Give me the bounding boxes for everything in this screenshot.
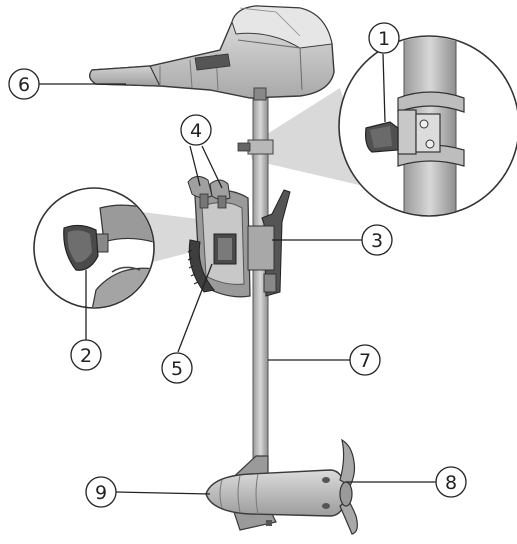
callout-6: 6: [8, 68, 40, 100]
svg-text:5: 5: [171, 358, 183, 380]
motor-head: [89, 5, 335, 101]
zoom-detail-clamp-lock: [338, 35, 517, 217]
leader-4b: [201, 145, 223, 189]
svg-text:3: 3: [371, 230, 383, 252]
lower-unit: [205, 438, 358, 535]
callout-8: 8: [435, 466, 467, 498]
svg-text:9: 9: [95, 482, 107, 504]
callout-3: 3: [361, 224, 393, 256]
svg-text:8: 8: [445, 472, 457, 494]
callout-9: 9: [85, 476, 117, 508]
leader-9: [115, 491, 211, 495]
svg-text:4: 4: [190, 120, 202, 142]
clamp-bracket: [187, 189, 291, 298]
leader-lines: [38, 53, 436, 495]
svg-text:2: 2: [80, 345, 92, 367]
callout-2: 2: [70, 339, 102, 371]
callout-7: 7: [349, 344, 381, 376]
leader-4a: [189, 145, 201, 187]
leader-5: [177, 263, 213, 353]
callout-5: 5: [161, 352, 193, 384]
svg-text:1: 1: [378, 28, 390, 50]
callout-1: 1: [368, 22, 400, 54]
callout-4: 4: [180, 114, 212, 146]
upper-collar: [237, 139, 274, 155]
leader-1: [382, 53, 386, 123]
clamp-screws: [187, 176, 231, 209]
zoom-detail-clamp-screw: [33, 187, 155, 309]
svg-text:7: 7: [359, 350, 371, 372]
svg-text:6: 6: [18, 74, 30, 96]
